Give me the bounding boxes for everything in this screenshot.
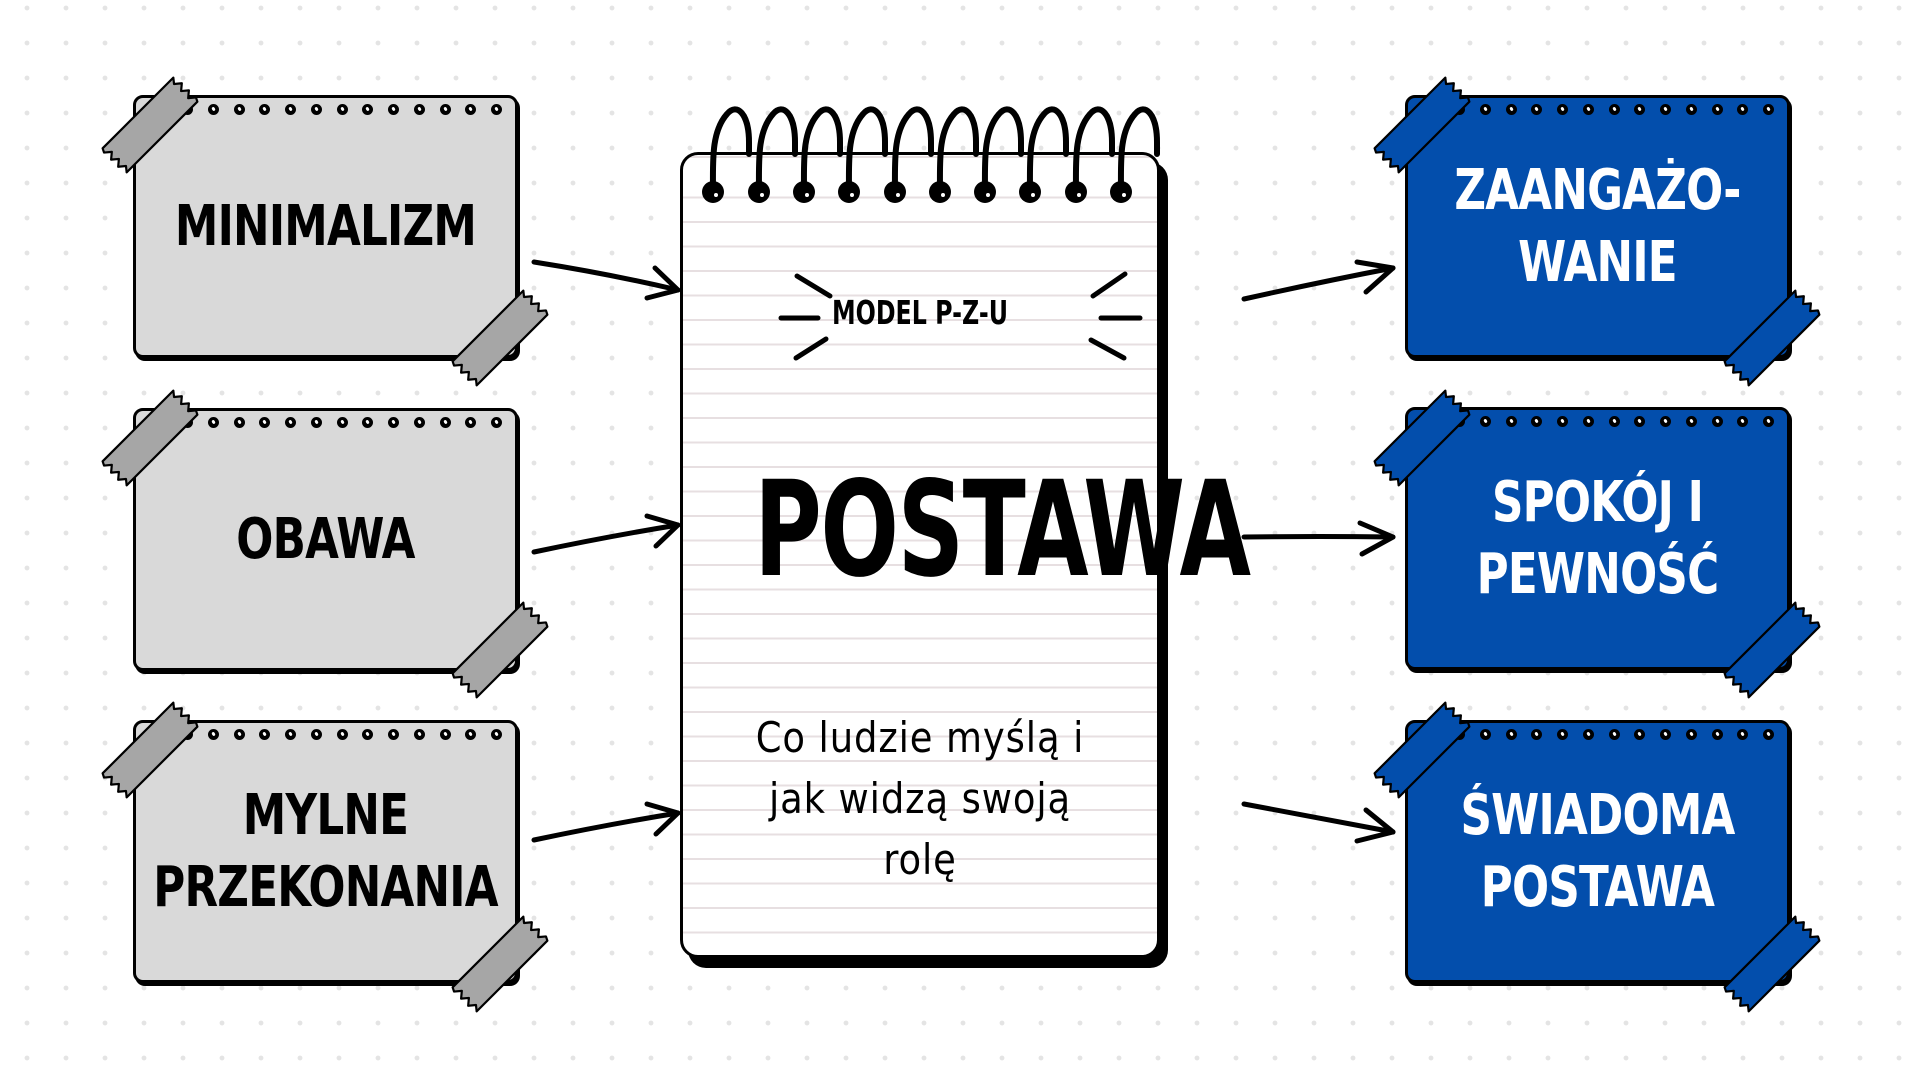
- hole-icon: [1685, 104, 1697, 115]
- hole-icon: [1660, 729, 1671, 740]
- hole-icon: [310, 104, 322, 115]
- input-card-obawa: OBAWA: [133, 408, 518, 671]
- output-card-label: SPOKÓJ I PEWNOŚĆ: [1476, 469, 1720, 607]
- hole-icon: [491, 417, 502, 428]
- hole-icon: [1582, 104, 1594, 115]
- hole-icon: [465, 729, 477, 740]
- center-title: POSTAWA: [754, 453, 1251, 607]
- hole-icon: [1582, 729, 1594, 740]
- hole-icon: [310, 417, 322, 428]
- hole-icon: [1608, 104, 1620, 115]
- hole-icon: [285, 729, 296, 740]
- output-card-swiadoma-postawa: ŚWIADOMA POSTAWA: [1405, 720, 1790, 983]
- hole-icon: [1763, 104, 1774, 115]
- hole-icon: [336, 729, 348, 740]
- hole-icon: [439, 417, 451, 428]
- hole-icon: [1660, 416, 1671, 427]
- hole-icon: [491, 104, 502, 115]
- hole-icon: [259, 417, 271, 428]
- input-card-label: OBAWA: [236, 506, 415, 572]
- hole-icon: [233, 729, 245, 740]
- hole-icon: [285, 417, 296, 428]
- hole-icon: [1531, 104, 1543, 115]
- hole-icon: [1557, 104, 1568, 115]
- hole-icon: [1763, 729, 1774, 740]
- hole-icon: [1479, 416, 1491, 427]
- hole-icon: [233, 417, 245, 428]
- hole-icon: [1685, 729, 1697, 740]
- binding-holes: [182, 104, 502, 118]
- model-label: MODEL P-Z-U: [831, 293, 1009, 332]
- input-card-label: MYLNE PRZEKONANIA: [153, 782, 498, 920]
- hole-icon: [1737, 416, 1749, 427]
- hole-icon: [413, 417, 425, 428]
- hole-icon: [1660, 104, 1671, 115]
- center-notebook: MODEL P-Z-U POSTAWA Co ludzie myślą i ja…: [680, 152, 1251, 958]
- hole-icon: [465, 417, 477, 428]
- hole-icon: [388, 104, 399, 115]
- hole-icon: [413, 104, 425, 115]
- hole-icon: [1737, 104, 1749, 115]
- hole-icon: [310, 729, 322, 740]
- input-card-mylne-przekonania: MYLNE PRZEKONANIA: [133, 720, 518, 983]
- hole-icon: [1505, 729, 1517, 740]
- hole-icon: [1737, 729, 1749, 740]
- hole-icon: [388, 417, 399, 428]
- hole-icon: [439, 104, 451, 115]
- hole-icon: [336, 417, 348, 428]
- hole-icon: [465, 104, 477, 115]
- hole-icon: [1505, 104, 1517, 115]
- hole-icon: [439, 729, 451, 740]
- center-description: Co ludzie myślą i jak widzą swoją rolę: [755, 713, 1085, 884]
- hole-icon: [1608, 729, 1620, 740]
- input-card-label: MINIMALIZM: [174, 193, 477, 259]
- hole-icon: [1711, 729, 1723, 740]
- hole-icon: [207, 104, 219, 115]
- output-card-spokoj-i-pewnosc: SPOKÓJ I PEWNOŚĆ: [1405, 407, 1790, 670]
- hole-icon: [1711, 416, 1723, 427]
- hole-icon: [413, 729, 425, 740]
- hole-icon: [362, 417, 374, 428]
- hole-icon: [362, 729, 374, 740]
- hole-icon: [1634, 729, 1646, 740]
- hole-icon: [259, 104, 271, 115]
- hole-icon: [1479, 729, 1491, 740]
- hole-icon: [388, 729, 399, 740]
- hole-icon: [1711, 104, 1723, 115]
- hole-icon: [362, 104, 374, 115]
- hole-icon: [207, 417, 219, 428]
- hole-icon: [1531, 729, 1543, 740]
- hole-icon: [207, 729, 219, 740]
- hole-icon: [1634, 104, 1646, 115]
- hole-icon: [1608, 416, 1620, 427]
- binding-holes: [1454, 104, 1774, 118]
- hole-icon: [1634, 416, 1646, 427]
- hole-icon: [491, 729, 502, 740]
- hole-icon: [1557, 729, 1568, 740]
- hole-icon: [1557, 416, 1568, 427]
- hole-icon: [259, 729, 271, 740]
- output-card-label: ZAANGAŻO- WANIE: [1454, 157, 1741, 295]
- hole-icon: [285, 104, 296, 115]
- hole-icon: [1505, 416, 1517, 427]
- hole-icon: [336, 104, 348, 115]
- hole-icon: [233, 104, 245, 115]
- hole-icon: [1582, 416, 1594, 427]
- output-card-zaangazowanie: ZAANGAŻO- WANIE: [1405, 95, 1790, 358]
- input-card-minimalizm: MINIMALIZM: [133, 95, 518, 358]
- hole-icon: [1531, 416, 1543, 427]
- hole-icon: [1479, 104, 1491, 115]
- hole-icon: [1763, 416, 1774, 427]
- output-card-label: ŚWIADOMA POSTAWA: [1460, 782, 1735, 920]
- hole-icon: [1685, 416, 1697, 427]
